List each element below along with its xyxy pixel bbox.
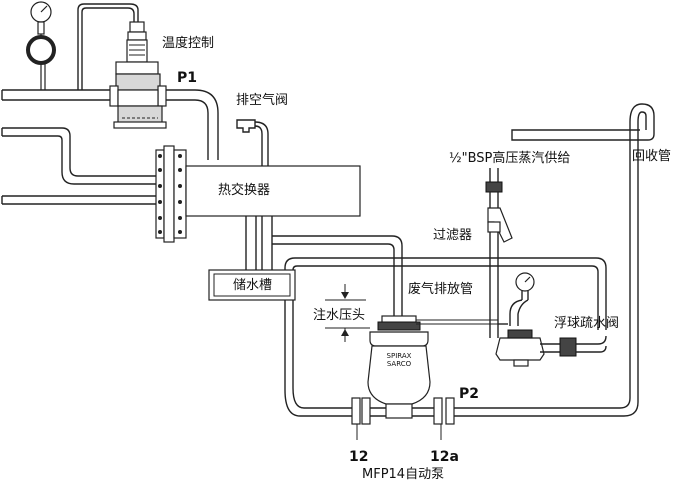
receiver-tank [208,269,296,301]
p1-label: P1 [177,70,198,86]
bsp-supply-label: ½"BSP高压蒸汽供给 [449,151,571,166]
steam-supply-line [485,168,513,338]
heat-exchanger [155,145,361,243]
air-vent [236,119,269,166]
strainer-label: 过滤器 [433,228,473,243]
fill-head-marker [325,284,370,342]
inlet-12-label: 12 [349,449,369,465]
heat-exchanger-label: 热交换器 [218,183,271,198]
p2-label: P2 [459,386,480,402]
sensing-line [77,3,139,90]
process-pipes [1,127,156,205]
temperature-control-valve [109,21,167,129]
fill-head-label: 注水压头 [313,308,366,323]
outlet-12a-label: 12a [430,449,459,465]
pump-name-label: MFP14自动泵 [362,467,445,482]
temp-control-label: 温度控制 [162,36,215,51]
top-pressure-gauge [26,1,56,90]
pump-piping [351,122,639,440]
float-trap-label: 浮球疏水阀 [554,316,620,331]
receiver-label: 储水槽 [233,278,273,293]
hx-condensate-drop [245,216,403,316]
trap-pressure-gauge [509,272,535,326]
pump-brand-label: SPIRAX SARCO [386,352,412,368]
steam-inlet-pipe [1,89,219,160]
return-pipe [511,103,655,141]
return-pipe-label: 回收管 [632,149,672,164]
exhaust-pipe-label: 废气排放管 [408,282,474,297]
air-vent-label: 排空气阀 [236,93,289,108]
exhaust-loop [284,257,607,417]
mfp14-pump [367,315,498,419]
float-trap [495,329,607,367]
